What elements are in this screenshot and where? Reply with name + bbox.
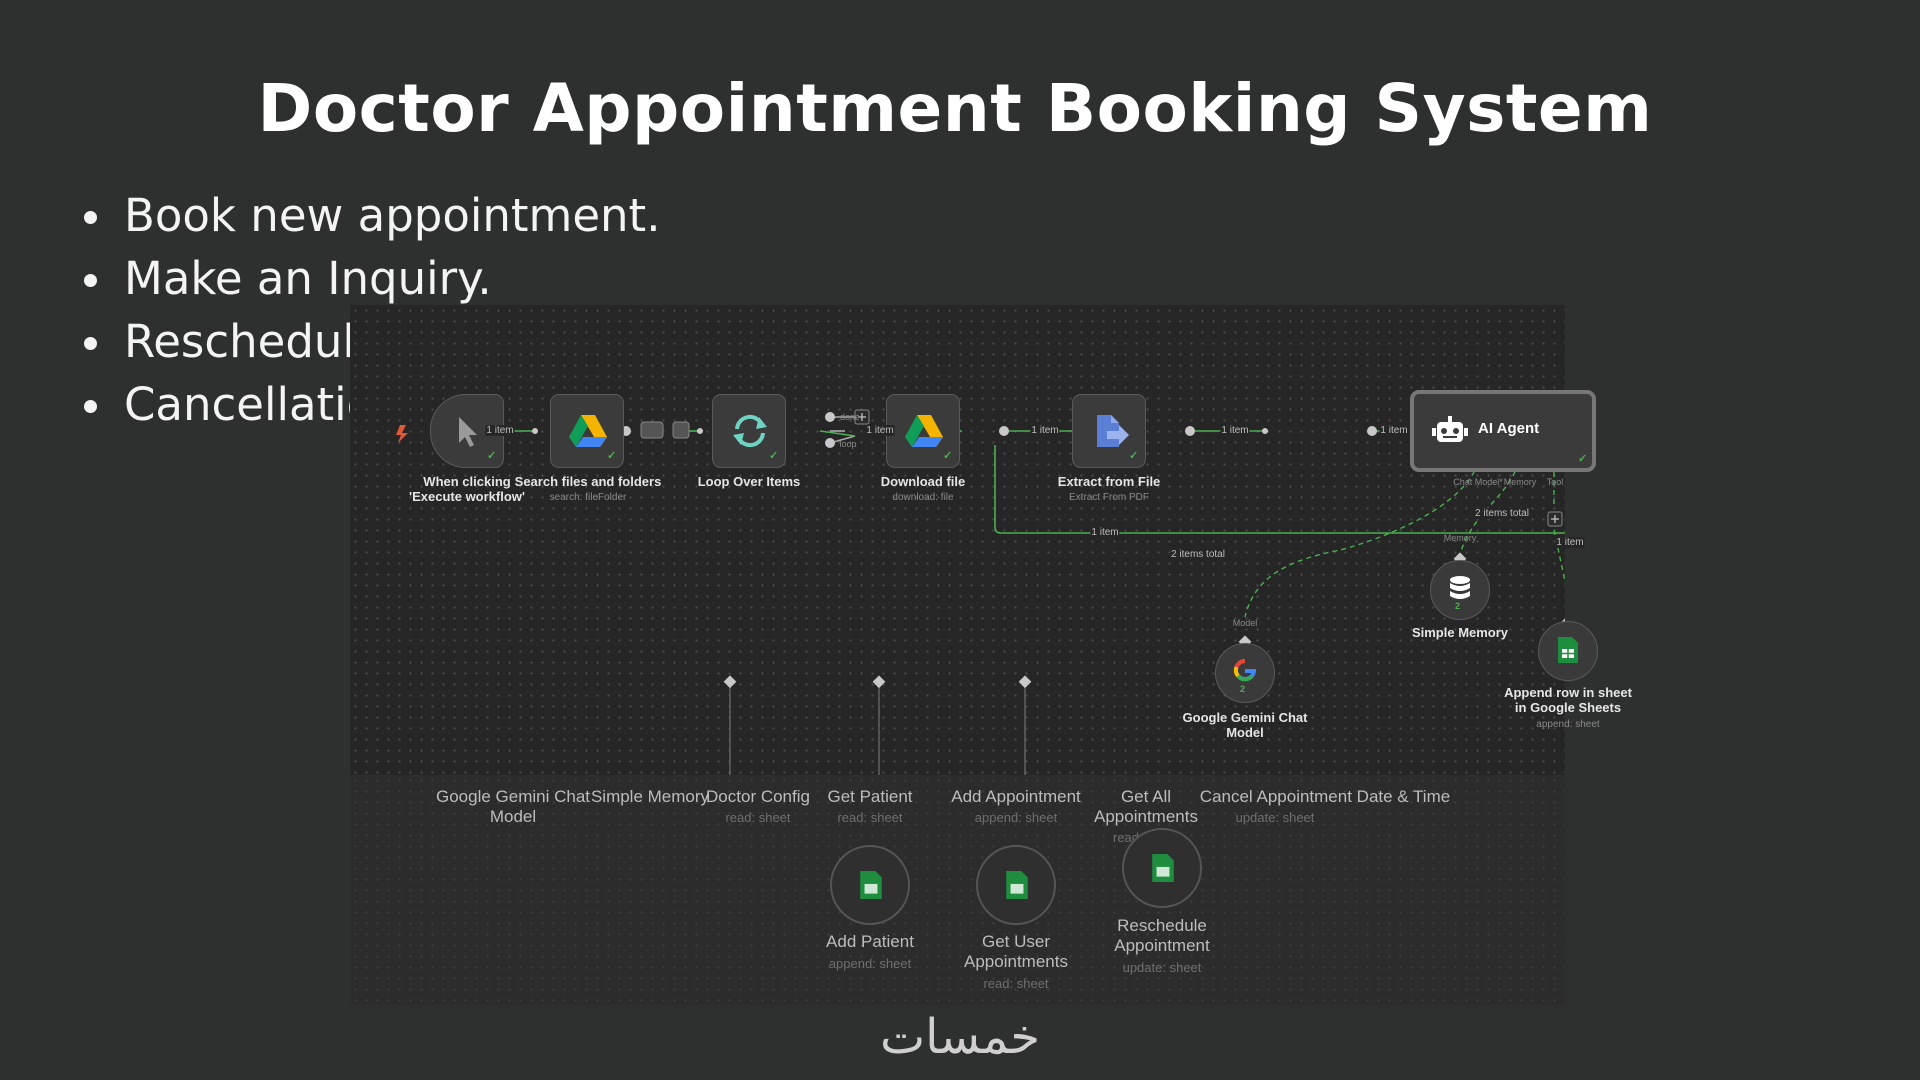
lower-sub: read: sheet: [725, 810, 791, 825]
khamsat-logo: خمسات: [880, 1009, 1040, 1065]
memory-port-label: Memory: [1443, 533, 1477, 543]
lower-label: Get All Appointments: [1094, 787, 1198, 826]
lower-label: Simple Memory: [590, 787, 710, 806]
loop-icon: [733, 414, 767, 448]
database-icon: [1450, 576, 1470, 599]
search-node-sub: search: fileFolder: [549, 492, 627, 503]
trigger-node-label: When clicking 'Execute workflow': [409, 474, 525, 504]
chat-model-port-label: Chat Model*: [1453, 477, 1503, 487]
edge-label: 2 items total: [1170, 549, 1226, 560]
simple-memory-label: Simple Memory: [1411, 625, 1509, 640]
success-check-icon: ✓: [769, 450, 779, 462]
tool-label: Add Patient: [826, 932, 914, 951]
search-node-label: Search files and folders: [514, 474, 662, 489]
file-extract-icon: [1097, 415, 1129, 447]
edge-label: 1 item: [1090, 527, 1120, 538]
robot-icon: [1432, 416, 1468, 442]
svg-text:خمسات: خمسات: [880, 1009, 1040, 1065]
gemini-model-node[interactable]: 2: [1215, 643, 1275, 703]
lower-label: Doctor Config: [706, 787, 810, 806]
edge-label: 1 item: [865, 425, 895, 436]
badge: 2: [1240, 684, 1246, 694]
edge-label: 1 item: [1379, 425, 1409, 436]
download-file-node[interactable]: ✓: [886, 394, 960, 468]
lower-sub: append: sheet: [974, 810, 1058, 825]
google-drive-icon: [569, 415, 607, 447]
edge-label: 1 item: [1220, 425, 1250, 436]
google-icon: [1233, 658, 1257, 682]
google-sheets-icon: [1152, 854, 1174, 882]
cursor-icon: [459, 417, 477, 447]
simple-memory-node[interactable]: 2: [1430, 560, 1490, 620]
tool-port-label: Tool: [1546, 477, 1564, 487]
tool-sub: read: sheet: [983, 976, 1049, 991]
append-row-label: Append row in sheet in Google Sheets: [1504, 685, 1632, 715]
lower-sub: update: sheet: [1235, 810, 1315, 825]
add-patient-tool[interactable]: [830, 845, 910, 925]
download-node-label: Download file: [880, 474, 966, 489]
lower-sub: read: sheet: [837, 810, 903, 825]
loop-node[interactable]: ✓: [712, 394, 786, 468]
google-sheets-icon: [1558, 637, 1578, 663]
extract-node-label: Extract from File: [1057, 474, 1161, 489]
edge-label: 1 item: [1030, 425, 1060, 436]
memory-port-label: Memory: [1503, 477, 1537, 487]
get-user-appointments-tool[interactable]: [976, 845, 1056, 925]
extract-file-node[interactable]: ✓: [1072, 394, 1146, 468]
google-sheets-icon: [860, 871, 882, 899]
ai-agent-label: AI Agent: [1478, 420, 1540, 437]
success-check-icon: ✓: [943, 450, 953, 462]
badge: 2: [1455, 601, 1461, 611]
connections-layer: [396, 409, 1565, 775]
tool-sub: append: sheet: [828, 956, 912, 971]
google-drive-icon: [905, 415, 943, 447]
success-check-icon: ✓: [1578, 453, 1588, 465]
gemini-model-label: Google Gemini Chat Model: [1182, 710, 1308, 740]
append-row-node[interactable]: [1538, 621, 1598, 681]
workflow-canvas-zoomed[interactable]: [350, 775, 1565, 1005]
lower-label: Get Patient: [827, 787, 913, 806]
reschedule-appointment-tool[interactable]: [1122, 828, 1202, 908]
edge-label: 2 items total: [1474, 508, 1530, 519]
feature-item: Make an Inquiry.: [80, 247, 686, 310]
success-check-icon: ✓: [1129, 450, 1139, 462]
google-sheets-icon: [1006, 871, 1028, 899]
download-node-sub: download: file: [892, 492, 954, 503]
lower-label: Google Gemini Chat Model: [435, 787, 591, 826]
lower-label: Cancel Appointment Date & Time: [1199, 787, 1451, 806]
tool-label: Reschedule Appointment: [1114, 916, 1210, 955]
success-check-icon: ✓: [607, 450, 617, 462]
feature-item: Book new appointment.: [80, 184, 686, 247]
extract-node-sub: Extract From PDF: [1068, 492, 1150, 503]
edge-label: 1 item: [485, 425, 515, 436]
lower-label: Add Appointment: [951, 787, 1081, 806]
search-files-node[interactable]: ✓: [550, 394, 624, 468]
tool-sub: update: sheet: [1122, 960, 1202, 975]
page-title: Doctor Appointment Booking System: [257, 70, 1653, 147]
loop-node-label: Loop Over Items: [697, 474, 801, 489]
done-output-label: done: [839, 412, 861, 422]
loop-output-label: loop: [839, 439, 857, 449]
ai-agent-node[interactable]: AI Agent ✓: [1410, 390, 1596, 472]
workflow-canvas[interactable]: ✓ When clicking 'Execute workflow' ✓ Sea…: [350, 305, 1632, 775]
success-check-icon: ✓: [487, 450, 497, 462]
edge-label: 1 item: [1555, 537, 1585, 548]
append-row-sub: append: sheet: [1536, 719, 1600, 730]
model-port-label: Model: [1232, 618, 1258, 628]
tool-label: Get User Appointments: [964, 932, 1068, 971]
